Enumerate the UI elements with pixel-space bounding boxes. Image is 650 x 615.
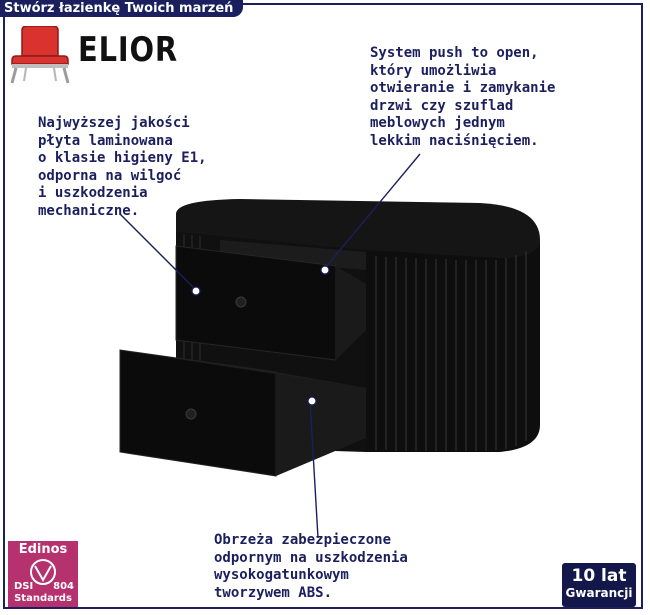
warranty-years: 10 lat (571, 566, 627, 586)
warranty-label: Gwarancji (565, 586, 633, 600)
edinos-dsi: DSI (14, 581, 34, 592)
brand-name: ELIOR (78, 30, 178, 70)
callout-material: Najwyższej jakości płyta laminowana o kl… (38, 115, 207, 219)
callout-push-system: System push to open, który umożliwia otw… (370, 45, 556, 149)
page-frame (3, 3, 643, 609)
shield-icon (30, 559, 56, 585)
warranty-badge: 10 lat Gwarancji (562, 563, 636, 607)
edinos-standards: Standards (14, 593, 72, 604)
tagline-banner: Stwórz łazienkę Twoich marzeń (0, 0, 244, 17)
edinos-brand: Edinos (18, 542, 68, 557)
edinos-number: 804 (53, 581, 74, 592)
edinos-certification-badge: Edinos DSI 804 Standards (8, 541, 78, 607)
callout-edging: Obrzeża zabezpieczone odpornym na uszkod… (214, 532, 408, 601)
brand-logo (8, 25, 178, 84)
red-chair-icon (10, 25, 70, 84)
